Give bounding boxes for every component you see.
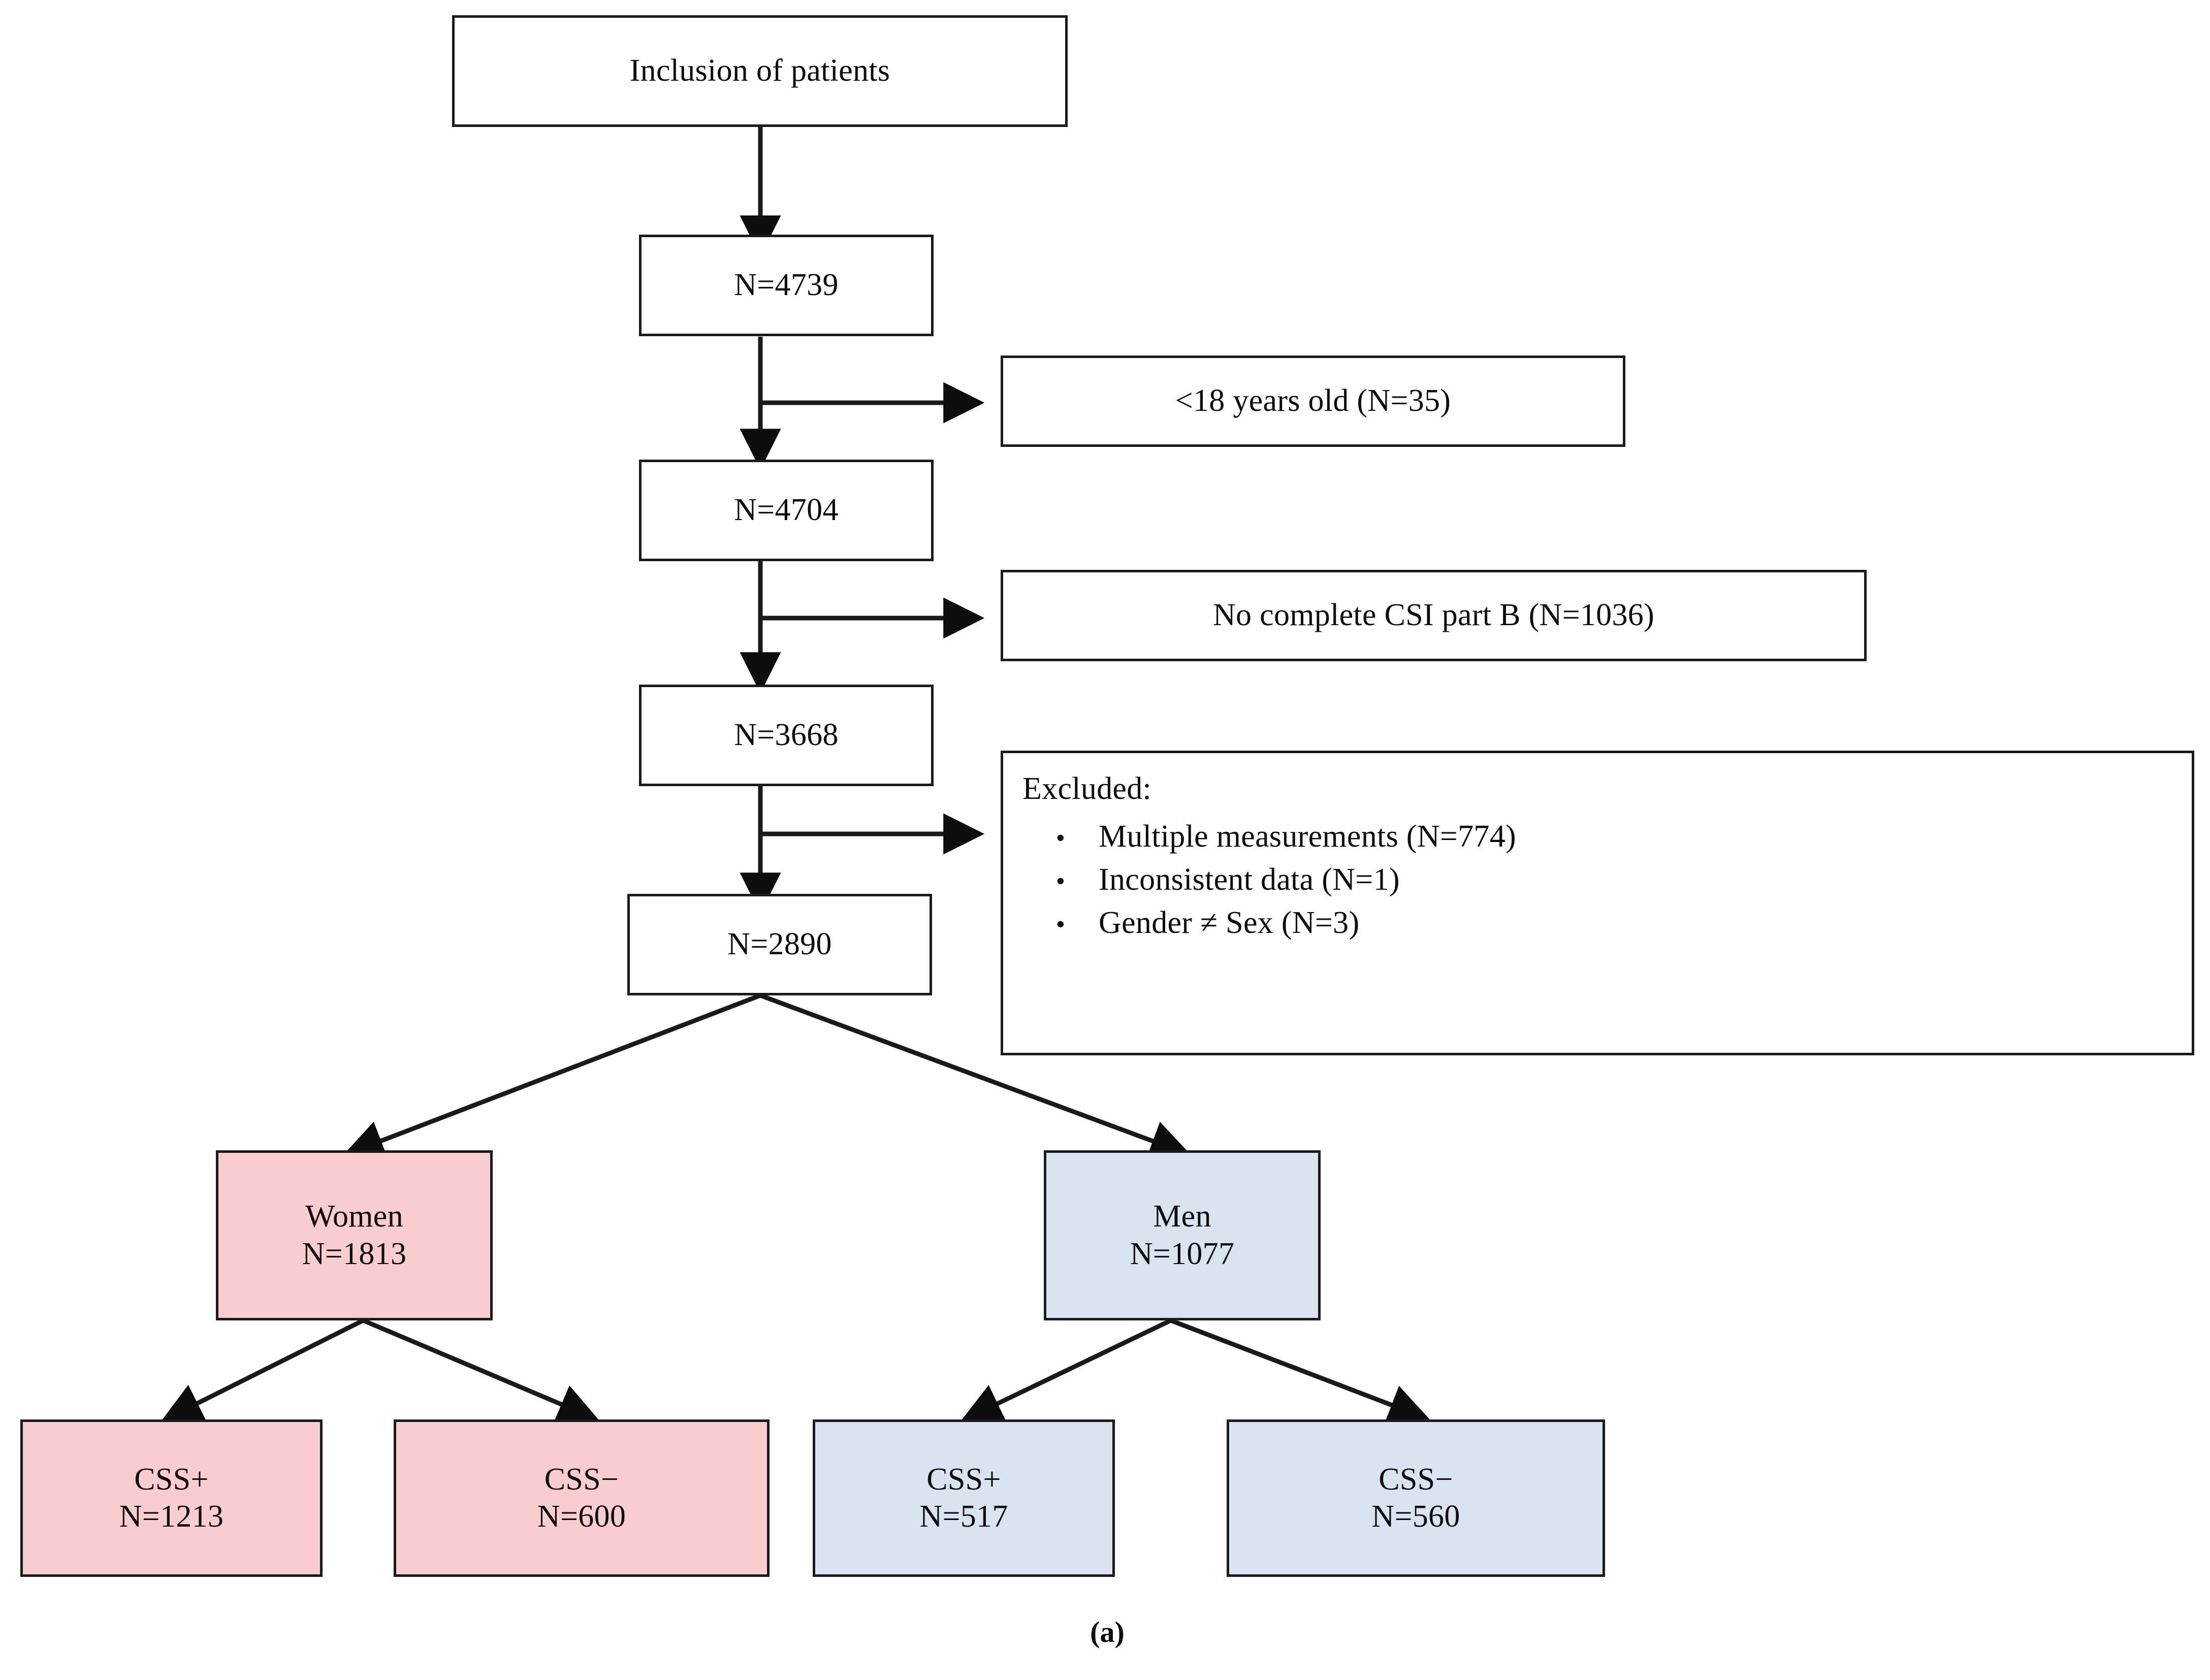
edge-final-to-women [342, 993, 761, 1160]
exclusion-under-18-label: <18 years old (N=35) [1175, 383, 1451, 418]
node-men-css-neg-title: CSS− [1379, 1462, 1453, 1497]
node-exclusion-under-18: <18 years old (N=35) [1001, 356, 1625, 447]
node-after-csi-label: N=3668 [734, 718, 839, 753]
edge-women-to-css-pos [161, 1318, 365, 1422]
edge-men-to-css-pos [960, 1318, 1172, 1423]
bullet-icon: • [1055, 824, 1066, 853]
node-final-sample: N=2890 [627, 894, 932, 995]
node-women-css-pos-title: CSS+ [134, 1462, 209, 1497]
node-men-title: Men [1153, 1199, 1211, 1234]
excluded-item-gender-not-sex: • Gender ≠ Sex (N=3) [1022, 906, 1516, 940]
figure-caption: (a) [1090, 1616, 1125, 1649]
node-women-count: N=1813 [302, 1236, 407, 1271]
excluded-item-label: Inconsistent data (N=1) [1099, 862, 1400, 897]
node-men-css-positive: CSS+ N=517 [813, 1419, 1115, 1577]
node-total-label: N=4739 [734, 268, 839, 303]
excluded-item-multiple-measurements: • Multiple measurements (N=774) [1022, 820, 1516, 854]
exclusion-csi-label: No complete CSI part B (N=1036) [1212, 598, 1655, 633]
excluded-title: Excluded: [1022, 771, 1152, 806]
node-after-age-label: N=4704 [734, 493, 839, 528]
node-women-css-pos-count: N=1213 [119, 1499, 224, 1534]
node-women-css-neg-count: N=600 [537, 1499, 626, 1534]
node-men-css-pos-count: N=517 [919, 1499, 1008, 1534]
node-women-css-positive: CSS+ N=1213 [20, 1419, 323, 1577]
node-after-csi-exclusion: N=3668 [639, 685, 934, 786]
node-men: Men N=1077 [1044, 1150, 1321, 1320]
node-women-css-negative: CSS− N=600 [394, 1419, 770, 1577]
excluded-bullet-list: • Multiple measurements (N=774) • Incons… [1022, 811, 1516, 940]
node-excluded-details: Excluded: • Multiple measurements (N=774… [1001, 751, 2194, 1055]
node-men-css-pos-title: CSS+ [926, 1462, 1001, 1497]
node-men-count: N=1077 [1130, 1236, 1235, 1271]
edge-final-to-men [759, 993, 1192, 1160]
bullet-icon: • [1055, 910, 1066, 940]
node-women: Women N=1813 [216, 1150, 493, 1320]
node-after-age-exclusion: N=4704 [639, 460, 934, 561]
node-women-title: Women [305, 1199, 403, 1234]
node-men-css-neg-count: N=560 [1371, 1499, 1460, 1534]
node-inclusion-of-patients: Inclusion of patients [452, 15, 1068, 127]
edge-men-to-css-neg [1170, 1318, 1430, 1425]
excluded-item-label: Multiple measurements (N=774) [1099, 819, 1516, 854]
node-women-css-neg-title: CSS− [544, 1462, 619, 1497]
excluded-item-label: Gender ≠ Sex (N=3) [1099, 906, 1360, 941]
node-exclusion-no-complete-csi: No complete CSI part B (N=1036) [1001, 570, 1867, 661]
node-inclusion-label: Inclusion of patients [629, 53, 890, 88]
excluded-item-inconsistent-data: • Inconsistent data (N=1) [1022, 863, 1516, 897]
node-men-css-negative: CSS− N=560 [1227, 1419, 1605, 1577]
bullet-icon: • [1055, 867, 1066, 896]
node-final-label: N=2890 [727, 927, 832, 962]
node-total-enrolled: N=4739 [639, 235, 934, 336]
edge-women-to-css-neg [362, 1318, 599, 1424]
